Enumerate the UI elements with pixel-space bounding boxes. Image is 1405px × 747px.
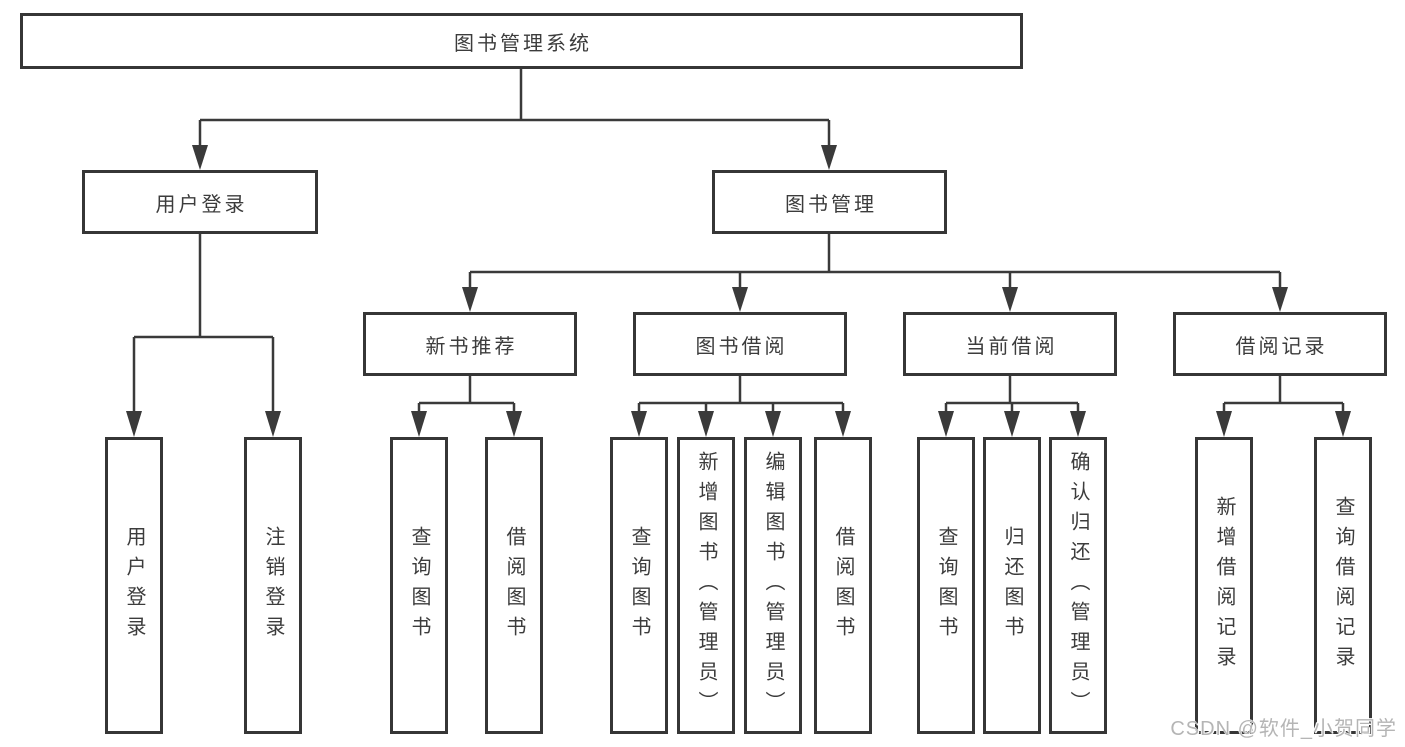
- connector-new-books-branch: [417, 376, 516, 416]
- arrowhead-icon: [732, 287, 748, 312]
- leaf-logout-label: 注销登录: [262, 525, 284, 646]
- leaf-borrow-add-books-admin: 新增图书（管理员）: [677, 437, 735, 734]
- leaf-records-add-record-label: 新增借阅记录: [1213, 495, 1235, 676]
- connector-book-borrow-branch: [637, 376, 845, 416]
- leaf-current-confirm-return-admin-label: 确认归还（管理员）: [1067, 450, 1089, 721]
- arrowhead-icon: [1335, 411, 1351, 437]
- leaf-newbooks-borrow-books-label: 借阅图书: [503, 525, 525, 646]
- leaf-borrow-edit-books-admin: 编辑图书（管理员）: [744, 437, 802, 734]
- connector-user-login-branch: [132, 234, 275, 416]
- leaf-logout: 注销登录: [244, 437, 302, 734]
- node-new-book-recommend: 新书推荐: [363, 312, 577, 376]
- node-book-borrowing: 图书借阅: [633, 312, 847, 376]
- arrowhead-icon: [938, 411, 954, 437]
- node-borrow-records: 借阅记录: [1173, 312, 1387, 376]
- arrowhead-icon: [1216, 411, 1232, 437]
- leaf-borrow-add-books-admin-label: 新增图书（管理员）: [695, 450, 717, 721]
- leaf-user-login-action: 用户登录: [105, 437, 163, 734]
- node-book-management-label: 图书管理: [785, 193, 877, 216]
- csdn-watermark: CSDN @软件_小贺同学: [1170, 718, 1397, 740]
- leaf-borrow-borrow-books: 借阅图书: [814, 437, 872, 734]
- arrowhead-icon: [698, 411, 714, 437]
- arrowhead-icon: [506, 411, 522, 437]
- arrowhead-icon: [1070, 411, 1086, 437]
- node-book-management: 图书管理: [712, 170, 947, 234]
- connector-root-branch: [198, 69, 831, 150]
- node-current-borrowing: 当前借阅: [903, 312, 1117, 376]
- arrowhead-icon: [1002, 287, 1018, 312]
- arrowhead-icon: [126, 411, 142, 437]
- node-borrow-records-label: 借阅记录: [1235, 335, 1328, 358]
- leaf-records-query-record: 查询借阅记录: [1314, 437, 1372, 734]
- node-user-login-label: 用户登录: [155, 193, 248, 216]
- leaf-records-query-record-label: 查询借阅记录: [1332, 495, 1354, 676]
- leaf-current-confirm-return-admin: 确认归还（管理员）: [1049, 437, 1107, 734]
- leaf-current-return-books: 归还图书: [983, 437, 1041, 734]
- node-new-book-recommend-label: 新书推荐: [425, 335, 518, 358]
- connector-borrow-records-branch: [1222, 376, 1345, 416]
- arrowheads: [126, 145, 1351, 437]
- leaf-user-login-action-label: 用户登录: [123, 525, 145, 646]
- arrowhead-icon: [765, 411, 781, 437]
- node-root-label: 图书管理系统: [454, 32, 592, 55]
- arrowhead-icon: [192, 145, 208, 170]
- leaf-newbooks-query-books-label: 查询图书: [408, 525, 430, 646]
- arrowhead-icon: [835, 411, 851, 437]
- leaf-current-query-books: 查询图书: [917, 437, 975, 734]
- leaf-borrow-edit-books-admin-label: 编辑图书（管理员）: [762, 450, 784, 721]
- arrowhead-icon: [265, 411, 281, 437]
- leaf-borrow-query-books-label: 查询图书: [628, 525, 650, 646]
- node-user-login: 用户登录: [82, 170, 318, 234]
- leaf-current-query-books-label: 查询图书: [935, 525, 957, 646]
- arrowhead-icon: [462, 287, 478, 312]
- arrowhead-icon: [821, 145, 837, 170]
- arrowhead-icon: [1004, 411, 1020, 437]
- node-book-borrowing-label: 图书借阅: [695, 335, 788, 358]
- arrowhead-icon: [1272, 287, 1288, 312]
- connector-book-mgmt-branch: [468, 234, 1282, 290]
- arrowhead-icon: [631, 411, 647, 437]
- connector-current-borrow-branch: [944, 376, 1080, 416]
- node-current-borrowing-label: 当前借阅: [965, 335, 1058, 358]
- leaf-borrow-borrow-books-label: 借阅图书: [832, 525, 854, 646]
- leaf-newbooks-borrow-books: 借阅图书: [485, 437, 543, 734]
- leaf-records-add-record: 新增借阅记录: [1195, 437, 1253, 734]
- leaf-current-return-books-label: 归还图书: [1001, 525, 1023, 646]
- leaf-newbooks-query-books: 查询图书: [390, 437, 448, 734]
- arrowhead-icon: [411, 411, 427, 437]
- node-root-system: 图书管理系统: [20, 13, 1023, 69]
- leaf-borrow-query-books: 查询图书: [610, 437, 668, 734]
